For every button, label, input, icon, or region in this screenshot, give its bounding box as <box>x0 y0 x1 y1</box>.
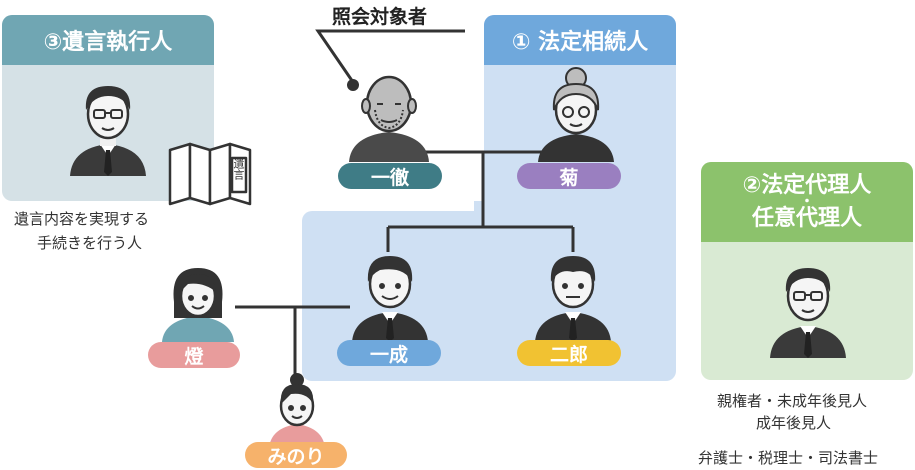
grandchild-name: みのり <box>267 445 325 468</box>
heirs-panel-corner <box>474 201 484 211</box>
executor-description-line1: 遺言内容を実現する <box>14 210 150 228</box>
second-son-name-pill: 二郎 <box>517 340 621 366</box>
representative-man-icon <box>770 268 846 358</box>
deceased-man-icon <box>349 75 429 162</box>
representatives-header: ②法定代理人 ・ 任意代理人 <box>701 162 913 242</box>
heirs-header-text: ① 法定相続人 <box>511 30 649 55</box>
grandchild-icon <box>269 373 325 448</box>
spouse-name: 菊 <box>559 166 579 189</box>
query-target-label: 照会対象者 <box>332 6 428 28</box>
daughter-in-law-name-pill: 燈 <box>148 342 240 368</box>
will-document-text: 遺言 <box>232 158 245 180</box>
rep-header-line2: 任意代理人 <box>751 206 862 231</box>
second-son-icon <box>535 256 611 342</box>
deceased-name-pill: 一徹 <box>338 163 442 189</box>
executor-description-line2: 手続きを行う人 <box>37 234 143 252</box>
rep-roles-line1: 親権者・未成年後見人 <box>717 392 868 410</box>
query-pointer-dot <box>347 79 359 91</box>
grandchild-name-pill: みのり <box>245 442 347 468</box>
spouse-woman-icon <box>538 67 614 162</box>
spouse-name-pill: 菊 <box>517 163 621 189</box>
daughter-in-law-name: 燈 <box>184 345 204 368</box>
rep-professionals: 弁護士・税理士・司法書士 <box>698 449 879 467</box>
rep-header-line1: ②法定代理人 <box>742 173 872 198</box>
deceased-name: 一徹 <box>370 166 409 189</box>
eldest-son-icon <box>352 256 428 342</box>
rep-header-dot: ・ <box>800 194 814 210</box>
query-pointer-line <box>315 29 465 86</box>
executor-header: ③遺言執行人 <box>2 15 214 65</box>
executor-man-icon <box>70 86 146 176</box>
daughter-in-law-icon <box>162 268 234 342</box>
executor-header-text: ③遺言執行人 <box>43 30 173 55</box>
heirs-panel: ① 法定相続人 <box>484 15 676 211</box>
rep-roles-line2: 成年後見人 <box>756 414 832 432</box>
heirs-header: ① 法定相続人 <box>484 15 676 65</box>
second-son-name: 二郎 <box>549 343 588 366</box>
eldest-son-name: 一成 <box>369 343 408 366</box>
will-document-icon <box>168 142 252 206</box>
eldest-son-name-pill: 一成 <box>337 340 441 366</box>
